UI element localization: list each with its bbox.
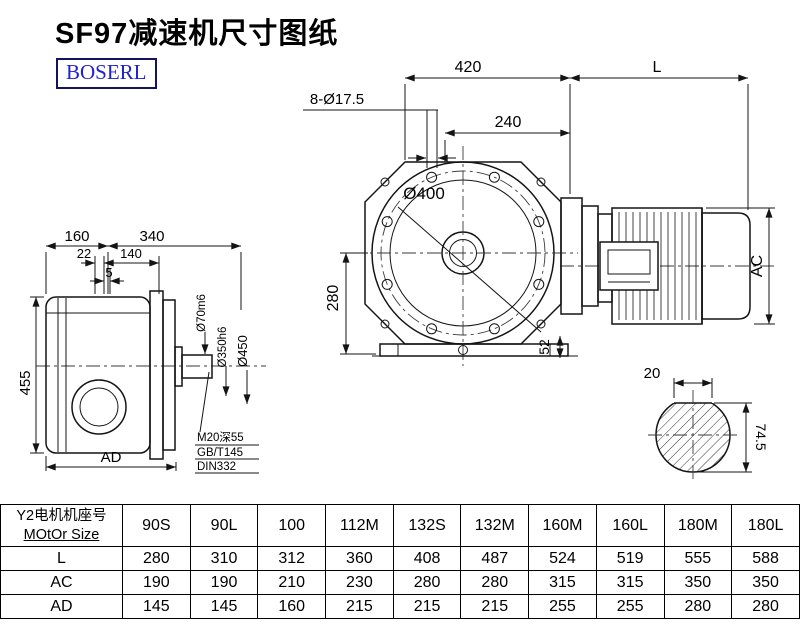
dim-shaft-d70-label: Ø70m6 — [196, 294, 208, 332]
cell: 190 — [189, 570, 259, 595]
row-label: AD — [0, 594, 123, 619]
cell: 280 — [392, 570, 462, 595]
note-din-standard: DIN332 — [197, 461, 236, 473]
table-header-row: Y2电机机座号 MOtOr Size 90S 90L 100 112M 132S… — [0, 504, 800, 547]
column-header: 132M — [460, 504, 530, 547]
brand-logo-text: BOSERL — [66, 60, 147, 84]
technical-drawing: 160 340 22 140 5 455 AD Ø70m6 Ø350h6 Ø45… — [17, 59, 775, 480]
dim-52-label: 52 — [536, 339, 552, 355]
motor-size-header-cn: Y2电机机座号 — [16, 507, 107, 524]
cell: 160 — [257, 594, 327, 619]
cell: 215 — [325, 594, 394, 619]
column-header: 180L — [731, 504, 800, 547]
cell: 588 — [731, 546, 800, 571]
front-view: Ø400 8-Ø17.5 420 L 240 280 52 — [303, 59, 749, 366]
dim-455-label: 455 — [17, 370, 34, 395]
cell: 190 — [122, 570, 191, 595]
terminal-box — [599, 241, 659, 291]
dim-5-label: 5 — [105, 265, 112, 280]
dim-420-label: 420 — [455, 59, 482, 76]
dim-22-label: 22 — [77, 246, 91, 261]
cell: 315 — [528, 570, 597, 595]
cell: 215 — [460, 594, 530, 619]
column-header: 160L — [595, 504, 665, 547]
dim-flange-d350-label: Ø350h6 — [217, 327, 229, 368]
column-header: 132S — [392, 504, 462, 547]
dim-20-label: 20 — [644, 365, 661, 382]
dim-140-label: 140 — [120, 246, 142, 261]
cell: 255 — [595, 594, 665, 619]
cell: 408 — [392, 546, 462, 571]
cell: 524 — [528, 546, 597, 571]
dim-AD-label: AD — [101, 449, 122, 466]
cell: 310 — [189, 546, 259, 571]
motor-size-table: Y2电机机座号 MOtOr Size 90S 90L 100 112M 132S… — [0, 504, 800, 619]
dim-flange-d450-label: Ø450 — [235, 335, 250, 367]
dim-74-5-label: 74.5 — [753, 423, 769, 450]
side-view: 160 340 22 140 5 455 AD Ø70m6 Ø350h6 Ø45… — [17, 228, 266, 474]
dim-L-label: L — [653, 59, 662, 76]
cell: 280 — [663, 594, 733, 619]
row-label: AC — [0, 570, 123, 595]
table-row-L: L 280 310 312 360 408 487 524 519 555 58… — [0, 546, 800, 571]
column-header: 100 — [257, 504, 327, 547]
motor-size-header-en: MOtOr Size — [23, 526, 100, 543]
column-header: 112M — [325, 504, 394, 547]
dim-340-label: 340 — [139, 228, 164, 245]
page-title: SF97减速机尺寸图纸 — [55, 18, 339, 50]
column-header: 90S — [122, 504, 191, 547]
dim-280-label: 280 — [325, 285, 342, 312]
cell: 255 — [528, 594, 597, 619]
motor-view: AC — [560, 197, 775, 325]
note-tapped-hole: M20深55 — [197, 430, 244, 444]
cell: 350 — [731, 570, 800, 595]
row-label: L — [0, 546, 123, 571]
cell: 360 — [325, 546, 394, 571]
dim-bolt-holes-label: 8-Ø17.5 — [310, 91, 364, 108]
cell: 312 — [257, 546, 327, 571]
shaft-section-view: 20 74.5 — [644, 365, 769, 480]
fan-cowl — [701, 212, 751, 320]
cell: 210 — [257, 570, 327, 595]
column-header: 180M — [663, 504, 733, 547]
cell: 145 — [122, 594, 191, 619]
cell: 555 — [663, 546, 733, 571]
cell: 215 — [392, 594, 462, 619]
cell: 280 — [731, 594, 800, 619]
cell: 315 — [595, 570, 665, 595]
column-header: 90L — [189, 504, 259, 547]
cell: 350 — [663, 570, 733, 595]
dim-160-label: 160 — [64, 228, 89, 245]
table-row-AC: AC 190 190 210 230 280 280 315 315 350 3… — [0, 570, 800, 595]
cell: 145 — [189, 594, 259, 619]
column-header: 160M — [528, 504, 597, 547]
cell: 487 — [460, 546, 530, 571]
note-gb-standard: GB/T145 — [197, 447, 243, 459]
dim-d400-label: Ø400 — [403, 184, 445, 203]
dim-240-label: 240 — [495, 114, 522, 131]
cell: 230 — [325, 570, 394, 595]
cell: 280 — [122, 546, 191, 571]
motor-size-header-cell: Y2电机机座号 MOtOr Size — [0, 504, 123, 547]
brand-logo: BOSERL — [56, 58, 157, 89]
cell: 519 — [595, 546, 665, 571]
table-row-AD: AD 145 145 160 215 215 215 255 255 280 2… — [0, 594, 800, 619]
cell: 280 — [460, 570, 530, 595]
dim-AC-label: AC — [749, 255, 766, 277]
